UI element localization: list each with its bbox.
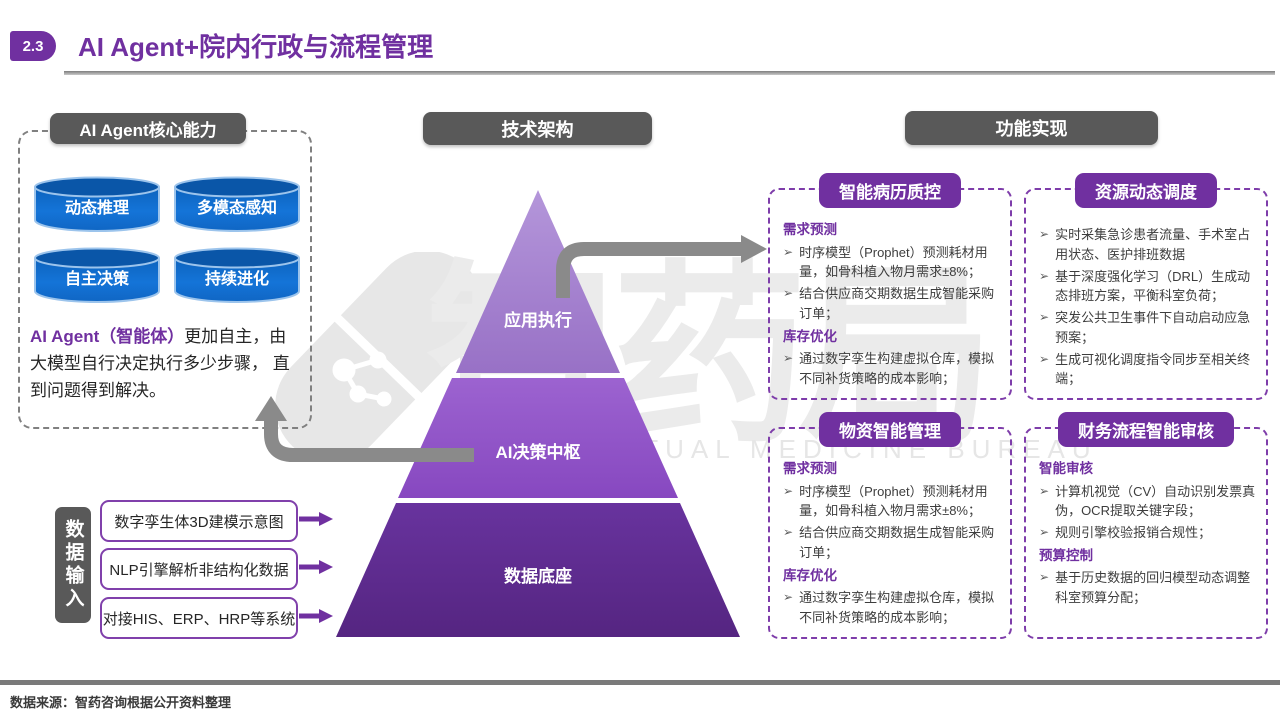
section-heading: 智能审核: [1039, 461, 1093, 476]
capability-label: 动态推理: [64, 200, 129, 217]
bullet-arrow-icon: ➢: [1039, 483, 1050, 498]
bullet-item: ➢ 通过数字孪生构建虚拟仓库，模拟不同补货策略的成本影响；: [783, 588, 1004, 628]
data-input-label: 数据输入: [55, 507, 91, 623]
bullet-item: ➢ 基于深度强化学习（DRL）生成动态排班方案，平衡科室负荷；: [1039, 267, 1260, 307]
section-heading: 库存优化: [783, 567, 837, 583]
function-box-medical-record-qc: 智能病历质控 需求预测 ➢ 时序模型（Prophet）预测耗材用量，如骨科植入物月…: [768, 173, 1012, 400]
capability-label: 持续进化: [204, 271, 269, 288]
bullet-item: ➢ 规则引擎校验报销合规性；: [1039, 523, 1260, 543]
pyramid-level-2-label: AI决策中枢: [495, 443, 581, 462]
database-cylinder-icon: [174, 176, 300, 232]
database-cylinder-icon: [34, 247, 160, 303]
bullet-text: 时序模型（Prophet）预测耗材用量，如骨科植入物月需求±8%；: [799, 244, 988, 280]
bullet-arrow-icon: ➢: [1039, 268, 1050, 283]
bullet-arrow-icon: ➢: [783, 483, 794, 498]
database-cylinder-icon: [34, 176, 160, 232]
function-box-title: 资源动态调度: [1075, 173, 1217, 208]
right-arrow-icon: [299, 512, 333, 526]
bullet-arrow-icon: ➢: [1039, 351, 1050, 366]
bullet-text: 规则引擎校验报销合规性；: [1055, 525, 1212, 541]
bullet-arrow-icon: ➢: [783, 525, 794, 540]
bullet-arrow-icon: ➢: [783, 286, 794, 301]
bullet-text: 结合供应商交期数据生成智能采购订单；: [799, 286, 995, 321]
bullet-item: ➢ 结合供应商交期数据生成智能采购订单；: [783, 523, 1004, 563]
section-heading: 预算控制: [1039, 547, 1093, 563]
bullet-text: 通过数字孪生构建虚拟仓库，模拟不同补货策略的成本影响；: [799, 590, 995, 625]
bullet-arrow-icon: ➢: [1039, 310, 1050, 324]
bullet-text: 基于历史数据的回归模型动态调整科室预算分配；: [1055, 570, 1251, 606]
function-box-title: 物资智能管理: [819, 412, 961, 447]
function-box-content: 需求预测 ➢时序模型（Prophet）预测耗材用量，如骨科植入物月需求±8%； …: [783, 217, 1004, 391]
function-section-header: 功能实现: [905, 111, 1158, 145]
function-box-resource-scheduling: 资源动态调度 ➢ 实时采集急诊患者流量、手术室占用状态、医护排班数据 ➢ 基于深度强…: [1024, 173, 1268, 400]
section-number-badge: 2.3: [10, 31, 56, 61]
bullet-item: ➢ 突发公共卫生事件下自动启动应急预案；: [1039, 308, 1260, 348]
bullet-arrow-icon: ➢: [783, 590, 794, 605]
bullet-item: ➢ 通过数字孪生构建虚拟仓库，模拟不同补货策略的成本影响；: [783, 349, 1004, 389]
tech-architecture-header: 技术架构: [423, 112, 652, 145]
data-input-item: 对接HIS、ERP、HRP等系统: [100, 597, 298, 639]
pyramid-level-3-label: 数据底座: [504, 567, 572, 586]
function-box-content: ➢ 实时采集急诊患者流量、手术室占用状态、医护排班数据 ➢ 基于深度强化学习（DRL…: [1039, 223, 1260, 391]
bullet-item: ➢ 基于历史数据的回归模型动态调整科室预算分配；: [1039, 568, 1260, 608]
capability-cylinder: 动态推理: [32, 175, 162, 233]
agent-description-text: 更加自主，由大模型自行决定执行多少步骤， 直到问题得到解决。: [30, 327, 290, 400]
function-box-content: 智能审核 ➢ 计算机视觉（CV）自动识别发票真伪，OCR提取关键字段； ➢ 规则引擎…: [1039, 456, 1260, 610]
function-box-content: 需求预测 ➢时序模型（Prophet）预测耗材用量，如骨科植入物月需求±8%； …: [783, 456, 1004, 630]
capability-cylinder: 持续进化: [172, 246, 302, 304]
right-arrow-icon: [299, 560, 333, 574]
footer-divider: [0, 680, 1280, 685]
bullet-text: 结合供应商交期数据生成智能采购订单；: [799, 525, 995, 560]
function-box-material-management: 物资智能管理 需求预测 ➢ 时序模型（Prophet）预测耗材用量，如骨科植入物月…: [768, 412, 1012, 639]
right-arrow-icon: [299, 609, 333, 623]
data-input-item: NLP引擎解析非结构化数据: [100, 548, 298, 590]
agent-description-highlight: AI Agent（智能体）: [30, 327, 185, 346]
bullet-text: 实时采集急诊患者流量、手术室占用状态、医护排班数据: [1055, 227, 1251, 262]
data-source-note: 数据来源：智药咨询根据公开资料整理: [10, 695, 232, 710]
bullet-arrow-icon: ➢: [1039, 570, 1050, 585]
capability-cylinder: 多模态感知: [172, 175, 302, 233]
data-input-item: 数字孪生体3D建模示意图: [100, 500, 298, 542]
capability-cylinder: 自主决策: [32, 246, 162, 304]
capability-label: 多模态感知: [196, 200, 277, 217]
agent-description: AI Agent（智能体）更加自主，由大模型自行决定执行多少步骤， 直到问题得到…: [30, 323, 302, 404]
bullet-text: 计算机视觉（CV）自动识别发票真伪，OCR提取关键字段；: [1055, 483, 1256, 519]
function-box-finance-audit: 财务流程智能审核 智能审核 ➢ 计算机视觉（CV）自动识别发票真伪，OCR提取关键…: [1024, 412, 1268, 639]
title-underline: [64, 71, 1275, 75]
bullet-item: ➢ 时序模型（Prophet）预测耗材用量，如骨科植入物月需求±8%；: [783, 243, 1004, 283]
data-input-label-text: 数据输入: [62, 519, 84, 611]
bullet-text: 生成可视化调度指令同步至相关终端；: [1055, 351, 1251, 387]
bullet-arrow-icon: ➢: [1039, 525, 1050, 540]
page-title: AI Agent+院内行政与流程管理: [78, 32, 434, 62]
section-heading: 需求预测: [783, 222, 837, 237]
bullet-arrow-icon: ➢: [783, 244, 794, 259]
bullet-item: ➢ 结合供应商交期数据生成智能采购订单；: [783, 284, 1004, 324]
section-heading: 需求预测: [783, 461, 837, 476]
bullet-text: 通过数字孪生构建虚拟仓库，模拟不同补货策略的成本影响；: [799, 351, 995, 386]
core-capability-header: AI Agent核心能力: [50, 113, 246, 144]
bullet-item: ➢ 计算机视觉（CV）自动识别发票真伪，OCR提取关键字段；: [1039, 482, 1260, 522]
pyramid-level-1-label: 应用执行: [504, 311, 572, 330]
section-heading: 库存优化: [783, 328, 837, 344]
function-box-title: 财务流程智能审核: [1058, 412, 1234, 447]
bullet-text: 基于深度强化学习（DRL）生成动态排班方案，平衡科室负荷；: [1055, 268, 1251, 304]
bullet-item: ➢ 生成可视化调度指令同步至相关终端；: [1039, 350, 1260, 390]
bullet-text: 突发公共卫生事件下自动启动应急预案；: [1055, 310, 1251, 345]
function-box-title: 智能病历质控: [819, 173, 961, 208]
bullet-arrow-icon: ➢: [783, 351, 794, 366]
bullet-arrow-icon: ➢: [1039, 227, 1050, 241]
capability-label: 自主决策: [64, 271, 129, 288]
bullet-item: ➢ 时序模型（Prophet）预测耗材用量，如骨科植入物月需求±8%；: [783, 482, 1004, 522]
bullet-text: 时序模型（Prophet）预测耗材用量，如骨科植入物月需求±8%；: [799, 483, 988, 519]
bullet-item: ➢ 实时采集急诊患者流量、手术室占用状态、医护排班数据: [1039, 225, 1260, 265]
